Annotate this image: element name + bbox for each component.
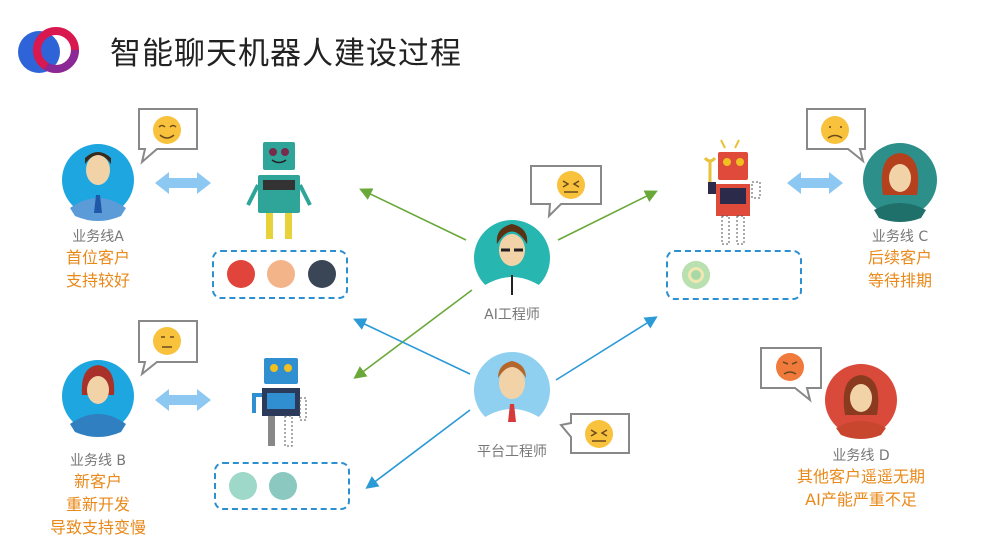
business-d-status-2: AI产能严重不足 — [805, 490, 917, 509]
business-a-label: 业务线A — [72, 229, 124, 245]
business-a-status-1: 首位客户 — [65, 248, 130, 267]
business-b-avatar — [62, 360, 134, 437]
settings-sliders-icon — [267, 260, 295, 288]
arrow-platform-to-robot-b — [365, 409, 471, 489]
business-d-label: 业务线 D — [832, 448, 890, 464]
ai-engineer-avatar — [474, 220, 550, 300]
line-chart-icon — [269, 472, 297, 500]
angry-emoji-icon — [776, 353, 804, 381]
arrow-ai-to-robot-a — [359, 188, 467, 241]
robot-a-capabilities — [212, 250, 348, 299]
business-c-status-2: 等待排期 — [867, 271, 932, 290]
robot-b-capabilities — [214, 462, 350, 510]
gear-icon — [682, 261, 710, 289]
business-a-avatar — [62, 144, 134, 221]
arrow-platform-to-robot-c — [555, 316, 658, 381]
robot-b-icon — [252, 358, 307, 447]
arrow-ai-to-robot-c — [557, 190, 658, 241]
double-arrow-b — [155, 389, 211, 411]
business-d-avatar — [825, 364, 897, 439]
robot-c-icon — [703, 139, 761, 245]
double-arrow-a — [155, 172, 211, 194]
logo-icon — [18, 27, 79, 73]
wrench-icon — [227, 260, 255, 288]
business-c-status-1: 后续客户 — [867, 248, 932, 267]
business-b-status-3: 导致支持变慢 — [49, 518, 146, 537]
business-b-status-2: 重新开发 — [65, 495, 130, 514]
platform-engineer-avatar — [474, 352, 550, 432]
arrow-platform-to-robot-a — [353, 318, 471, 375]
business-c-avatar — [863, 143, 937, 222]
robot-a-icon — [246, 142, 312, 239]
business-a-status-2: 支持较好 — [65, 271, 130, 290]
ai-engineer-label: AI工程师 — [484, 307, 540, 323]
business-b-label: 业务线 B — [69, 453, 127, 469]
worried-emoji-icon — [153, 327, 181, 355]
robot-c-capabilities — [666, 250, 802, 300]
platform-engineer-label: 平台工程师 — [477, 444, 547, 460]
business-d-status-1: 其他客户遥遥无期 — [796, 467, 925, 486]
bar-chart-icon — [308, 260, 336, 288]
double-arrow-c — [787, 172, 843, 194]
smile-emoji-icon — [153, 116, 181, 144]
settings-sliders-icon — [229, 472, 257, 500]
arrow-ai-to-robot-b — [353, 289, 473, 379]
sad-emoji-icon — [821, 116, 849, 144]
page-title: 智能聊天机器人建设过程 — [110, 36, 462, 72]
business-c-label: 业务线 C — [871, 229, 929, 245]
business-b-status-1: 新客户 — [73, 472, 122, 491]
